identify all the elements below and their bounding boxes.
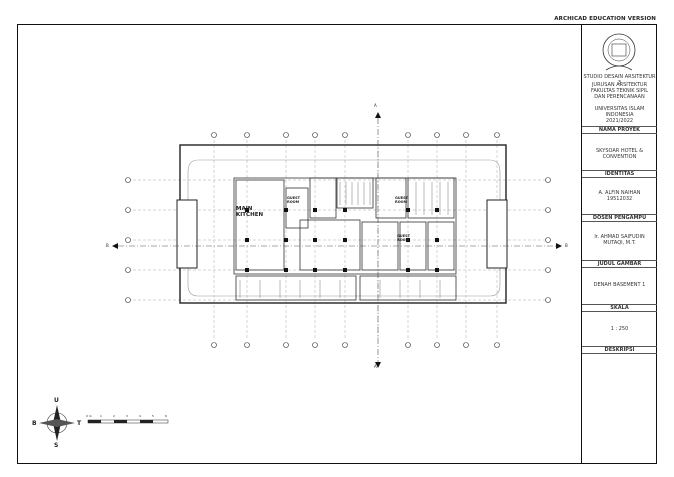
- structural-columns: [245, 208, 439, 272]
- compass-west-label: B: [32, 420, 37, 427]
- watermark: ARCHICAD EDUCATION VERSION: [554, 16, 656, 22]
- project-label: NAMA PROYEK: [582, 126, 657, 134]
- compass-north-label: U: [54, 397, 59, 404]
- compass-east-label: T: [77, 420, 82, 427]
- room-label-main-kitchen: MAIN KITCHEN: [236, 206, 264, 218]
- west-wing: [176, 199, 198, 269]
- university-logo: [602, 33, 636, 71]
- parking-stalls: [239, 182, 449, 298]
- scale-label: 6: [165, 414, 167, 418]
- room-label-guest-room-2: GUEST ROOM: [395, 196, 409, 204]
- section-lines: [118, 118, 556, 362]
- identity-id: 19512032: [606, 196, 633, 202]
- univ-line-2: INDONESIA: [605, 112, 634, 118]
- compass-south-label: S: [54, 442, 59, 449]
- section-mark-left: B: [106, 243, 109, 248]
- section-mark-right: B: [565, 243, 568, 248]
- section-mark-bottom: A: [374, 364, 377, 369]
- studio-name: STUDIO DESAIN ARSITEKTUR 3: [583, 74, 656, 86]
- section-arrows: [112, 112, 562, 368]
- drawing-sheet-border: [17, 24, 657, 464]
- lecturer-line-2: MUTAQI, M.T.: [603, 240, 636, 246]
- lecturer-label: DOSEN PENGAMPU: [582, 214, 657, 222]
- lecturer-line-1: Ir. AHMAD SAIFUDIN: [594, 234, 645, 240]
- scale-label-heading: SKALA: [582, 304, 657, 312]
- scale-label: 4: [139, 414, 141, 418]
- identity-name: A. ALFIN NAIHAN: [598, 190, 641, 196]
- identity-label: IDENTITAS: [582, 170, 657, 178]
- project-line-2: CONVENTION: [602, 154, 637, 160]
- east-wing: [486, 199, 508, 269]
- scale-label: 0 m: [86, 414, 92, 418]
- description-label: DESKRIPSI: [582, 346, 657, 354]
- room-label-guest-room-3: GUEST ROOM: [397, 234, 411, 242]
- drawing-title: DENAH BASEMENT 1: [593, 282, 646, 288]
- dept-line-1: JURUSAN ARSITEKTUR: [591, 82, 648, 88]
- dept-line-3: DAN PERENCANAAN: [594, 94, 645, 100]
- scale-bar: [87, 419, 169, 424]
- building-outline: [179, 144, 507, 304]
- driveway: [187, 159, 501, 297]
- section-mark-top: A: [374, 103, 377, 108]
- scale-label: 1: [100, 414, 102, 418]
- dept-line-2: FAKULTAS TEKNIK SIPIL: [590, 88, 649, 94]
- title-block: STUDIO DESAIN ARSITEKTUR 3 JURUSAN ARSIT…: [581, 24, 657, 464]
- scale-label: 3: [126, 414, 128, 418]
- scale-label: 2: [113, 414, 115, 418]
- grid-bubbles: [125, 132, 551, 348]
- scale-value: 1 : 250: [610, 326, 629, 332]
- north-compass: [39, 405, 75, 441]
- univ-line-1: UNIVERSITAS ISLAM: [594, 106, 645, 112]
- drawing-title-label: JUDUL GAMBAR: [582, 260, 657, 268]
- project-line-1: SKYSOAR HOTEL &: [595, 148, 644, 154]
- scale-label: 5: [152, 414, 154, 418]
- univ-line-3: 2021/2022: [605, 118, 634, 124]
- room-label-guest-room-1: GUEST ROOM: [287, 196, 301, 204]
